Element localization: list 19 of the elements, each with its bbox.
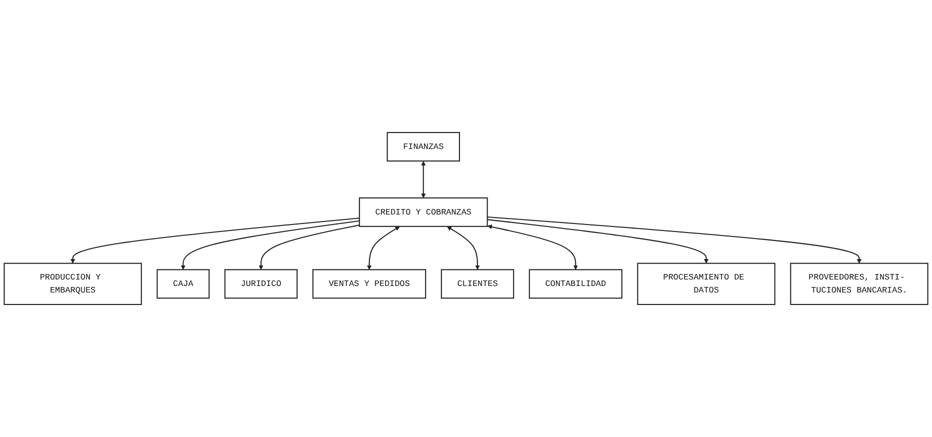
arrow (366, 226, 400, 270)
arrow (487, 219, 709, 264)
node-box: CONTABILIDAD (528, 269, 622, 299)
node-box: CREDITO Y COBRANZAS (358, 197, 488, 227)
arrow (487, 224, 578, 270)
node-box: CAJA (156, 269, 210, 299)
arrow (421, 161, 426, 198)
node-box: FINANZAS (386, 132, 460, 162)
arrow (258, 224, 360, 270)
node-box: CLIENTES (440, 269, 514, 299)
arrow (446, 226, 480, 270)
node-box: PROCESAMIENTO DE DATOS (637, 262, 776, 305)
node-box: PROVEEDORES, INSTI- TUCIONES BANCARIAS. (790, 262, 928, 305)
node-box: JURIDICO (224, 269, 298, 299)
node-box: PRODUCCION Y EMBARQUES (4, 262, 142, 305)
node-box: VENTAS Y PEDIDOS (312, 269, 426, 299)
arrow (180, 220, 360, 270)
arrow (487, 216, 862, 264)
arrow (70, 218, 360, 264)
